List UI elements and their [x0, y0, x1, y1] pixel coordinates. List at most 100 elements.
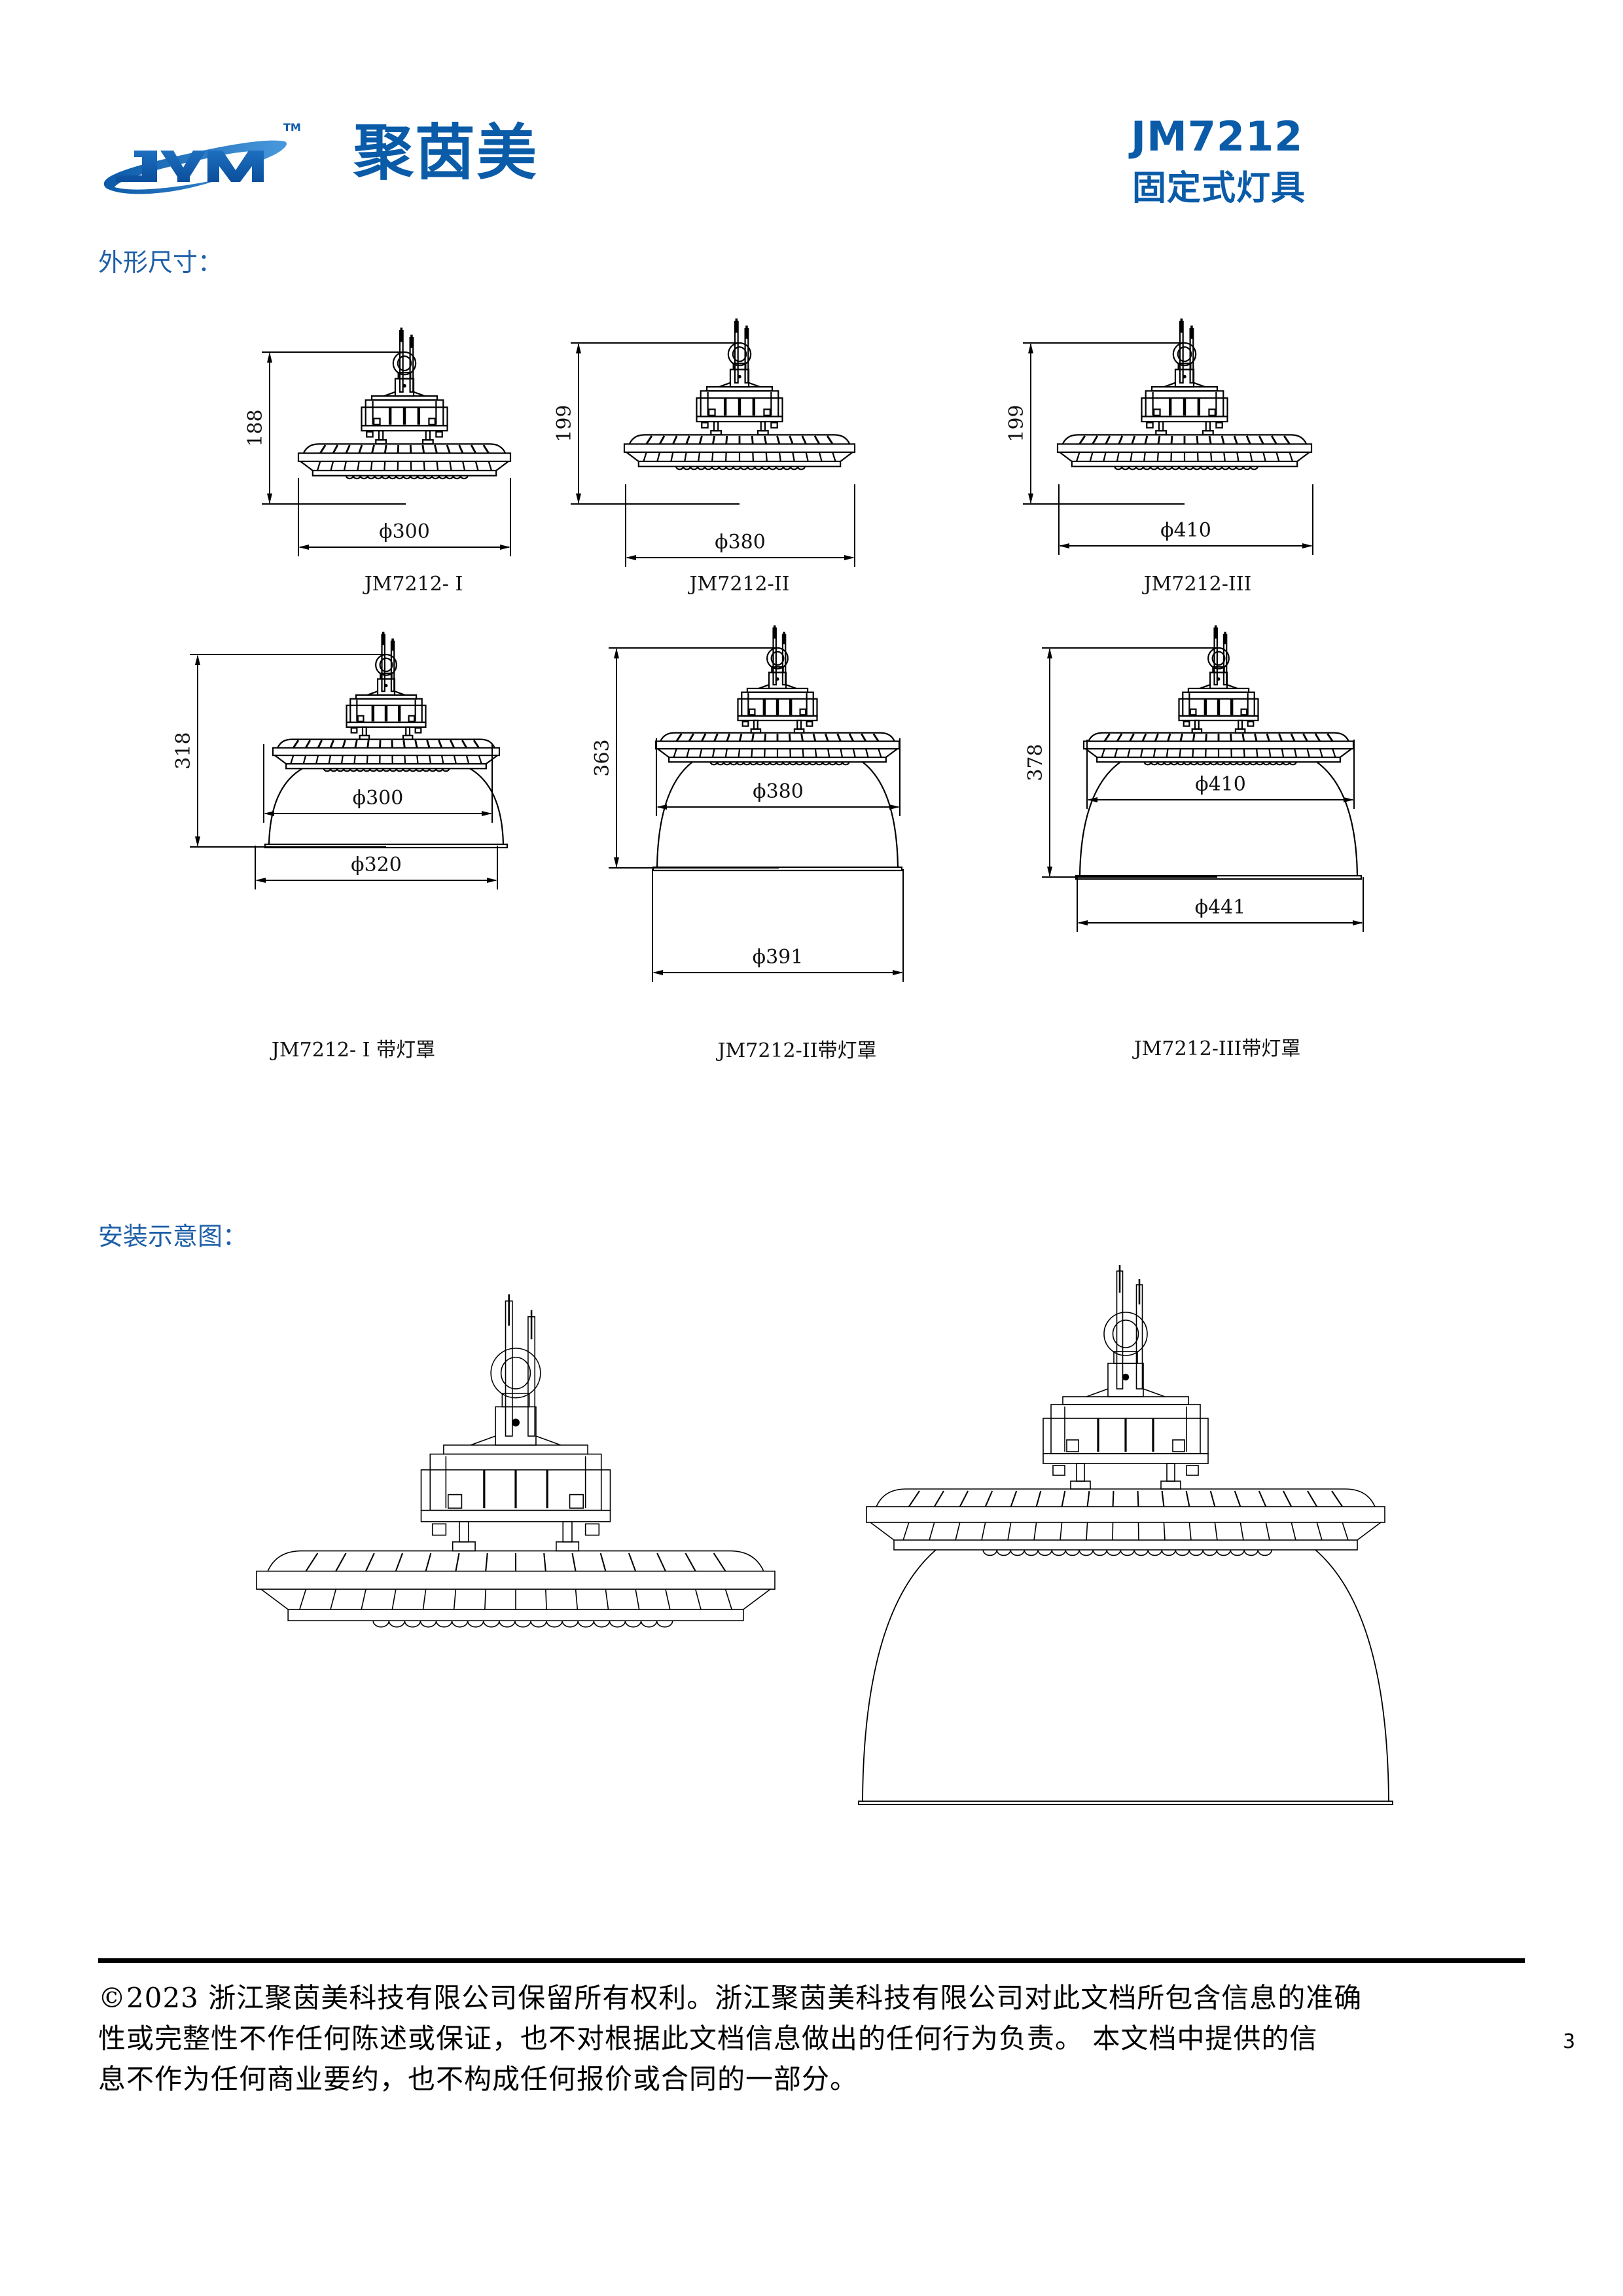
heatsink-icon	[272, 738, 501, 764]
drawing-caption: JM7212-II	[688, 573, 790, 596]
diameter-label: ϕ441	[1195, 896, 1246, 919]
heatsink-icon	[654, 732, 901, 758]
diameter-dimension: ϕ410	[1086, 740, 1355, 809]
lamp-icon	[297, 327, 512, 480]
diameter-label: ϕ410	[1160, 519, 1211, 542]
diameter-label: ϕ380	[715, 531, 766, 554]
section-title-dimensions: 外形尺寸：	[98, 248, 223, 277]
height-dimension: 188	[244, 351, 406, 505]
power-cable-icon	[772, 625, 787, 686]
eyebolt-icon	[392, 351, 417, 397]
footer-disclaimer: ©2023 浙江聚茵美科技有限公司保留所有权利。浙江聚茵美科技有限公司对此文档所…	[98, 1978, 1525, 2100]
driver-housing-icon	[737, 684, 818, 721]
heatsink-icon	[623, 434, 856, 462]
lamp-icon	[1082, 625, 1355, 766]
diameter-dimension: ϕ391	[652, 869, 904, 982]
power-cable-icon	[734, 318, 749, 384]
height-dimension: 363	[591, 647, 779, 869]
heatsink-icon	[1082, 732, 1355, 758]
height-label: 199	[1005, 404, 1028, 442]
eyebolt-icon	[727, 342, 752, 388]
lens-plate-icon	[893, 1539, 1358, 1556]
power-cable-icon	[1116, 1265, 1143, 1390]
height-dimension: 318	[172, 654, 386, 848]
driver-housing-icon	[420, 1435, 611, 1522]
diameter-dimension: ϕ441	[1077, 877, 1364, 932]
lens-plate-icon	[668, 756, 887, 766]
diameter-label: ϕ391	[753, 946, 804, 969]
height-dimension: 378	[1024, 647, 1217, 878]
lens-plate-icon	[287, 1609, 744, 1628]
footer-divider	[98, 1958, 1525, 1963]
heatsink-icon	[297, 443, 512, 471]
standoff-icon	[701, 421, 778, 436]
drawing-caption: JM7212-III带灯罩	[1132, 1037, 1301, 1060]
standoff-icon	[431, 1521, 600, 1552]
diameter-label: ϕ320	[351, 853, 402, 876]
lamp-icon	[623, 318, 856, 471]
lens-plate-icon	[637, 460, 842, 471]
lamp-icon	[654, 625, 901, 766]
power-cable-icon	[1179, 318, 1194, 384]
height-dimension: 199	[1005, 342, 1185, 505]
power-cable-icon	[1213, 625, 1228, 686]
logo-trademark: TM	[283, 121, 301, 134]
height-label: 188	[244, 409, 267, 446]
eyebolt-icon	[1207, 647, 1230, 690]
standoff-icon	[741, 719, 813, 734]
diameter-dimension: ϕ300	[263, 744, 493, 823]
diameter-label: ϕ300	[353, 787, 404, 810]
eyebolt-icon	[766, 647, 789, 690]
height-label: 199	[553, 404, 576, 442]
power-cable-icon	[381, 632, 395, 692]
standoff-icon	[366, 430, 443, 445]
logo-jym-letters-icon	[116, 151, 264, 182]
driver-housing-icon	[1141, 382, 1228, 423]
eyebolt-icon	[375, 653, 397, 696]
driver-housing-icon	[1043, 1388, 1209, 1464]
standoff-icon	[1183, 719, 1255, 734]
height-label: 318	[172, 732, 195, 769]
lamp-icon	[272, 632, 501, 772]
lens-plate-icon	[312, 469, 497, 480]
driver-housing-icon	[361, 391, 448, 432]
height-dimension: 199	[553, 342, 740, 505]
section-title-installation: 安装示意图：	[98, 1222, 248, 1251]
company-logo: TM	[103, 121, 301, 194]
eyebolt-icon	[1172, 342, 1197, 388]
lamp-icon	[1056, 318, 1313, 471]
eyebolt-icon	[490, 1348, 541, 1446]
height-label: 363	[591, 739, 614, 776]
drawing-caption: JM7212- I 带灯罩	[270, 1039, 435, 1062]
diameter-label: ϕ380	[753, 780, 804, 803]
diameter-label: ϕ300	[379, 520, 430, 543]
drawing-caption: JM7212- I	[363, 573, 463, 596]
heatsink-icon	[256, 1550, 776, 1610]
reflector-shade-icon	[652, 761, 903, 872]
installation-drawing-without-shade	[256, 1294, 776, 1628]
standoff-icon	[1146, 421, 1223, 436]
reflector-shade-icon	[858, 1549, 1393, 1805]
logo-swoosh-icon	[103, 140, 287, 194]
height-label: 378	[1024, 744, 1047, 781]
footer-line: 性或完整性不作任何陈述或保证，也不对根据此文档信息做出的任何行为负责。 本文档中…	[98, 2022, 1318, 2054]
drawing-caption: JM7212-III	[1142, 573, 1252, 596]
footer-line: ©2023 浙江聚茵美科技有限公司保留所有权利。浙江聚茵美科技有限公司对此文档所…	[98, 1982, 1363, 2014]
lens-plate-icon	[285, 762, 487, 772]
eyebolt-icon	[1103, 1312, 1148, 1397]
standoff-icon	[1052, 1463, 1199, 1490]
diameter-dimension: ϕ300	[298, 478, 511, 556]
brand-name: 聚茵美	[353, 118, 539, 188]
power-cable-icon	[399, 327, 414, 393]
driver-housing-icon	[1178, 684, 1259, 721]
diameter-dimension: ϕ410	[1058, 484, 1313, 555]
driver-housing-icon	[696, 382, 783, 423]
power-cable-icon	[505, 1294, 536, 1437]
diameter-label: ϕ410	[1195, 773, 1246, 796]
lamp-icon	[256, 1294, 776, 1628]
drawing-caption: JM7212-II带灯罩	[716, 1039, 877, 1062]
